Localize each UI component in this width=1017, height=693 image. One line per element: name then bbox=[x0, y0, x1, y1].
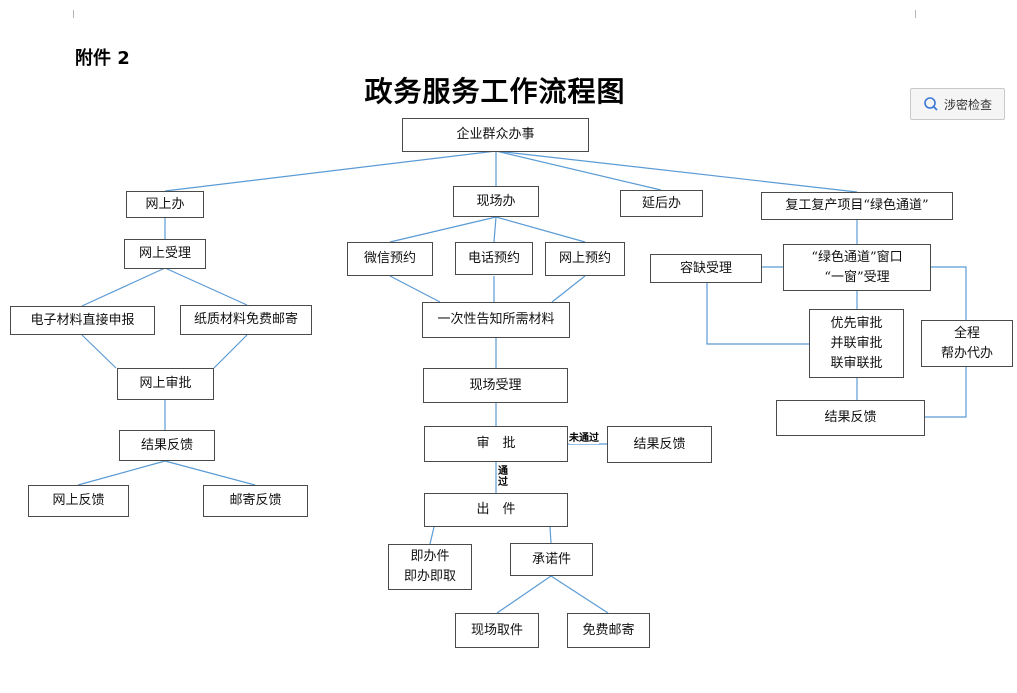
node-phone-booking: 电话预约 bbox=[455, 242, 533, 275]
connector bbox=[164, 460, 256, 486]
node-missing-accept: 容缺受理 bbox=[650, 254, 762, 283]
connector bbox=[81, 267, 166, 307]
node-promised: 承诺件 bbox=[510, 543, 593, 576]
node-issue: 出 件 bbox=[424, 493, 568, 527]
connector bbox=[213, 334, 248, 369]
node-mail-feedback: 邮寄反馈 bbox=[203, 485, 308, 517]
attachment-label: 附件 2 bbox=[75, 48, 130, 69]
connector bbox=[81, 334, 117, 369]
connector bbox=[389, 216, 497, 243]
node-fail-result: 结果反馈 bbox=[607, 426, 712, 463]
node-green-result: 结果反馈 bbox=[776, 400, 925, 436]
node-wechat-booking: 微信预约 bbox=[347, 242, 433, 276]
node-online-booking: 网上预约 bbox=[545, 242, 625, 276]
node-approval: 审 批 bbox=[424, 426, 568, 462]
node-online-approval: 网上审批 bbox=[117, 368, 214, 400]
node-priority-approval: 优先审批 并联审批 联审联批 bbox=[809, 309, 904, 378]
connector bbox=[429, 526, 435, 545]
node-paper-materials: 纸质材料免费邮寄 bbox=[180, 305, 312, 335]
node-full-service: 全程 帮办代办 bbox=[921, 320, 1013, 367]
node-onsite-accept: 现场受理 bbox=[423, 368, 568, 403]
node-deferred: 延后办 bbox=[620, 190, 703, 217]
connector bbox=[549, 526, 552, 544]
connector bbox=[925, 367, 967, 418]
connector bbox=[496, 575, 552, 614]
connector bbox=[550, 575, 609, 614]
connector bbox=[493, 216, 497, 243]
security-check-button[interactable]: 涉密检查 bbox=[910, 88, 1005, 120]
page-corner-mark bbox=[915, 10, 916, 18]
connector bbox=[495, 216, 586, 243]
node-green-project: 复工复产项目“绿色通道” bbox=[761, 192, 953, 220]
node-online-accept: 网上受理 bbox=[124, 239, 206, 269]
connector bbox=[931, 266, 967, 320]
node-start: 企业群众办事 bbox=[402, 118, 589, 152]
node-e-materials: 电子材料直接申报 bbox=[10, 306, 155, 335]
node-online: 网上办 bbox=[126, 191, 204, 218]
node-green-window: “绿色通道”窗口 “一窗”受理 bbox=[783, 244, 931, 291]
node-onsite-pickup: 现场取件 bbox=[455, 613, 539, 648]
security-check-label: 涉密检查 bbox=[943, 97, 992, 112]
node-onsite: 现场办 bbox=[453, 186, 539, 217]
connector bbox=[77, 460, 166, 486]
search-shield-icon bbox=[924, 97, 938, 111]
node-one-time-notice: 一次性告知所需材料 bbox=[422, 302, 570, 338]
connector bbox=[389, 275, 441, 303]
node-free-mail: 免费邮寄 bbox=[567, 613, 650, 648]
connector bbox=[706, 282, 809, 345]
node-online-feedback: 网上反馈 bbox=[28, 485, 129, 517]
edge-label-passed: 通 过 bbox=[498, 466, 510, 488]
connector bbox=[495, 150, 858, 193]
page-title: 政务服务工作流程图 bbox=[364, 75, 626, 108]
connector bbox=[551, 275, 586, 303]
node-online-result: 结果反馈 bbox=[119, 430, 215, 461]
connector bbox=[164, 267, 248, 306]
connector bbox=[164, 150, 497, 192]
node-instant: 即办件 即办即取 bbox=[388, 544, 472, 590]
connector bbox=[495, 150, 662, 191]
edge-label-not-passed: 未通过 bbox=[569, 433, 599, 444]
page-corner-mark bbox=[73, 10, 74, 18]
